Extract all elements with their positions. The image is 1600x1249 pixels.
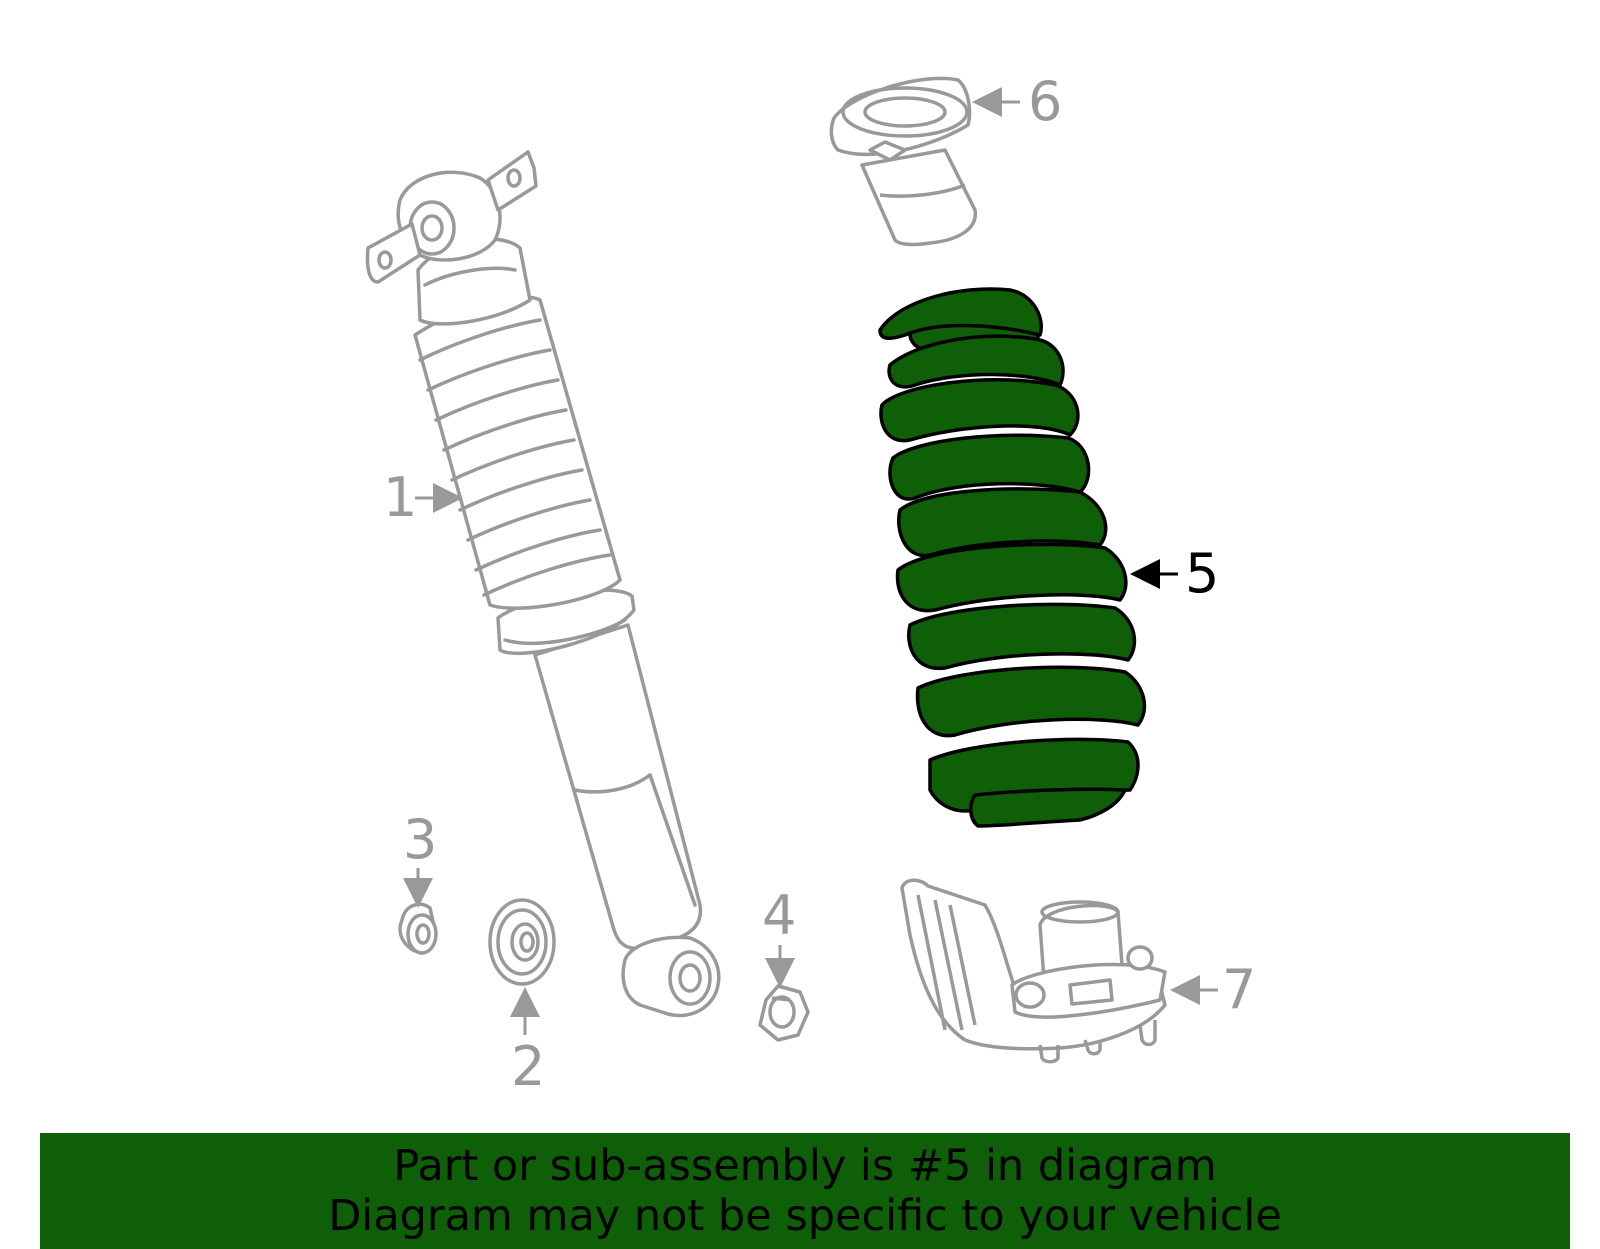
banner-line-1: Part or sub-assembly is #5 in diagram [393,1141,1217,1191]
coil-spring[interactable] [878,287,1147,828]
shock-absorber[interactable] [365,150,721,1018]
callout-4: 4 [762,884,797,947]
nut[interactable] [758,984,810,1042]
bushing[interactable] [398,902,438,955]
callout-5: 5 [1185,542,1220,605]
callout-1: 1 [383,466,418,529]
upper-spring-seat[interactable] [829,76,977,247]
callout-3: 3 [403,808,438,871]
callout-2: 2 [511,1035,546,1098]
info-banner: Part or sub-assembly is #5 in diagram Di… [40,1133,1570,1249]
lower-spring-seat[interactable] [900,878,1167,1064]
callout-7: 7 [1222,958,1257,1021]
washer[interactable] [488,898,556,986]
banner-line-2: Diagram may not be specific to your vehi… [328,1191,1282,1241]
callout-6: 6 [1028,70,1063,133]
callout-arrows [403,87,1218,1035]
